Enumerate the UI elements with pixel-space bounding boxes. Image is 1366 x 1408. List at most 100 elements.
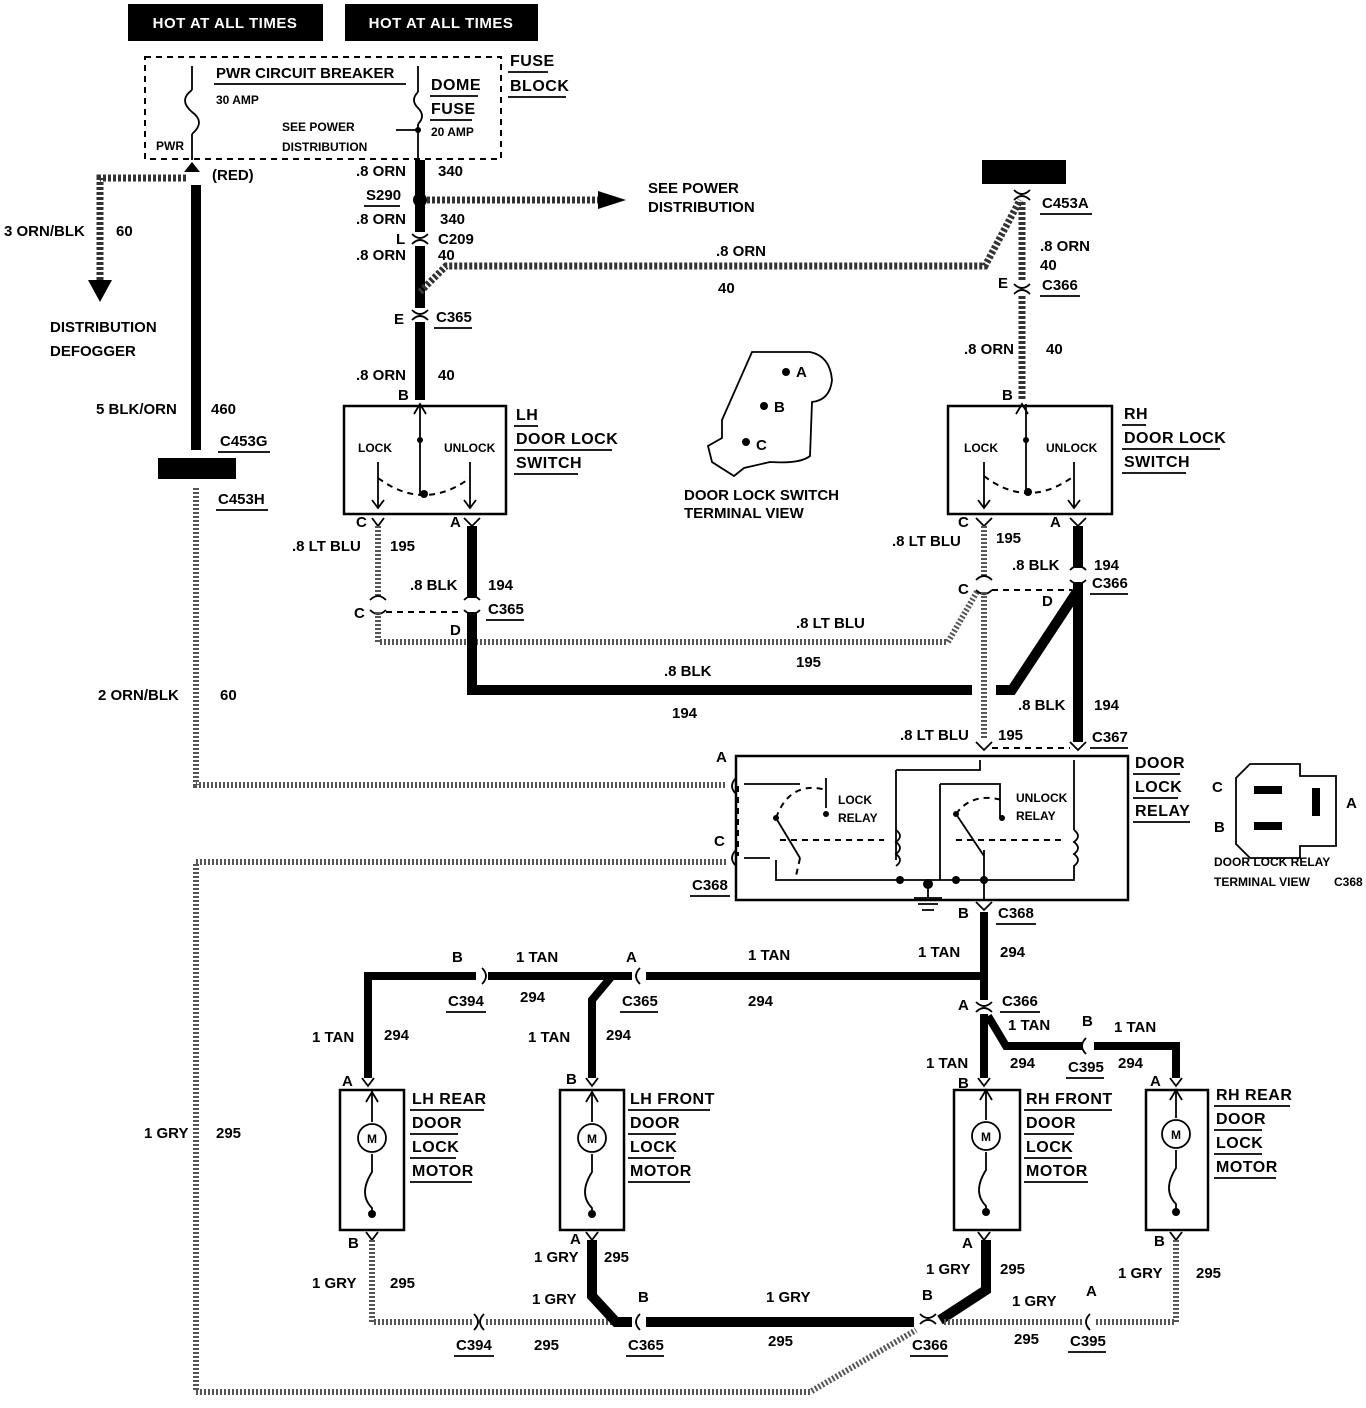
door-lock-relay: DOOR LOCK RELAY A C C368 xyxy=(690,749,1190,925)
svg-text:1 GRY: 1 GRY xyxy=(532,1291,576,1308)
svg-text:.8 ORN: .8 ORN xyxy=(716,243,766,260)
svg-text:C366: C366 xyxy=(1042,277,1078,294)
svg-text:195: 195 xyxy=(796,654,821,671)
svg-text:M: M xyxy=(981,1130,991,1144)
svg-text:195: 195 xyxy=(996,530,1021,547)
svg-text:A: A xyxy=(716,749,727,766)
svg-text:DOOR: DOOR xyxy=(1135,755,1185,772)
header-hot-at-all-times-left: HOT AT ALL TIMES xyxy=(128,4,323,41)
svg-text:DISTRIBUTION: DISTRIBUTION xyxy=(50,319,157,336)
svg-text:1 TAN: 1 TAN xyxy=(918,944,960,961)
svg-text:B: B xyxy=(452,949,463,966)
svg-text:MOTOR: MOTOR xyxy=(412,1163,474,1180)
svg-text:SEE POWER: SEE POWER xyxy=(282,120,355,134)
svg-text:LOCK: LOCK xyxy=(1026,1139,1073,1156)
gry-bus-wiring: 1 GRY 295 1 GRY 295 C394 295 1 GRY 1 GRY… xyxy=(144,859,1221,1395)
rh-door-lock-switch: B LOCK UNLOCK RH DOOR LOCK SWITCH C A xyxy=(946,387,1226,531)
svg-text:C365: C365 xyxy=(488,601,524,618)
svg-text:LOCK: LOCK xyxy=(1216,1135,1263,1152)
svg-text:DOOR LOCK: DOOR LOCK xyxy=(1124,430,1226,447)
svg-text:DISTRIBUTION: DISTRIBUTION xyxy=(648,199,755,216)
circuit-breaker-icon xyxy=(184,89,200,135)
svg-text:.8 BLK: .8 BLK xyxy=(1018,697,1066,714)
svg-text:C: C xyxy=(958,514,969,531)
svg-text:A: A xyxy=(626,949,637,966)
svg-text:HOT AT ALL TIMES: HOT AT ALL TIMES xyxy=(153,15,298,32)
svg-text:460: 460 xyxy=(211,401,236,418)
svg-text:A: A xyxy=(1050,514,1061,531)
svg-text:.8 ORN: .8 ORN xyxy=(356,247,406,264)
arrow-down-icon xyxy=(88,280,112,302)
svg-text:295: 295 xyxy=(1014,1331,1039,1348)
connector-c366-e xyxy=(1013,283,1031,295)
svg-text:B: B xyxy=(1154,1233,1165,1250)
fuse-block: FUSE BLOCK PWR CIRCUIT BREAKER 30 AMP PW… xyxy=(144,53,569,160)
svg-text:.8 ORN: .8 ORN xyxy=(356,211,406,228)
mid-wire-labels: .8 LT BLU 195 .8 BLK 194 xyxy=(664,615,865,722)
svg-text:294: 294 xyxy=(606,1027,632,1044)
svg-text:295: 295 xyxy=(216,1125,241,1142)
svg-text:B: B xyxy=(566,1071,577,1088)
svg-text:.8 ORN: .8 ORN xyxy=(356,163,406,180)
svg-text:295: 295 xyxy=(1000,1261,1025,1278)
svg-text:40: 40 xyxy=(438,367,455,384)
connector-c453a: C453A xyxy=(1042,195,1089,212)
header-hot-at-all-times-right: HOT AT ALL TIMES xyxy=(345,4,538,41)
svg-text:1 TAN: 1 TAN xyxy=(1114,1019,1156,1036)
svg-text:2 ORN/BLK: 2 ORN/BLK xyxy=(98,687,179,704)
svg-text:1 GRY: 1 GRY xyxy=(144,1125,188,1142)
svg-text:DOME: DOME xyxy=(431,77,481,94)
ground-icon xyxy=(914,897,942,911)
svg-text:DISTRIBUTION: DISTRIBUTION xyxy=(282,140,367,154)
svg-text:C365: C365 xyxy=(436,309,472,326)
svg-text:SWITCH: SWITCH xyxy=(516,455,582,472)
svg-text:B: B xyxy=(1214,819,1225,836)
connector-c365-e xyxy=(411,309,429,321)
svg-text:DOOR LOCK RELAY: DOOR LOCK RELAY xyxy=(1214,855,1330,869)
svg-text:RH FRONT: RH FRONT xyxy=(1026,1091,1113,1108)
relay-input-labels: .8 LT BLU 195 .8 BLK 194 C367 xyxy=(900,697,1128,752)
svg-text:195: 195 xyxy=(998,727,1023,744)
svg-text:.8 LT BLU: .8 LT BLU xyxy=(892,533,961,550)
svg-text:60: 60 xyxy=(220,687,237,704)
svg-text:.8 LT BLU: .8 LT BLU xyxy=(796,615,865,632)
svg-text:RELAY: RELAY xyxy=(838,811,878,825)
svg-text:1 GRY: 1 GRY xyxy=(1118,1265,1162,1282)
orn-feed-wiring: .8 ORN 340 S290 SEE POWER DISTRIBUTION .… xyxy=(356,160,1024,400)
svg-text:SWITCH: SWITCH xyxy=(1124,454,1190,471)
rh-front-door-lock-motor: B M A RH FRONT DOOR LOCK MOTOR xyxy=(952,1075,1113,1252)
connector-c453g: C453G xyxy=(220,433,268,450)
svg-text:MOTOR: MOTOR xyxy=(1216,1159,1278,1176)
svg-text:30 AMP: 30 AMP xyxy=(216,93,259,107)
svg-text:M: M xyxy=(587,1132,597,1146)
arrow-right-icon xyxy=(598,191,626,209)
svg-text:D: D xyxy=(1042,593,1053,610)
svg-text:1 TAN: 1 TAN xyxy=(516,949,558,966)
rh-rear-door-lock-motor: A M B RH REAR DOOR LOCK MOTOR xyxy=(1144,1073,1292,1250)
svg-text:20 AMP: 20 AMP xyxy=(431,125,474,139)
svg-text:M: M xyxy=(1171,1128,1181,1142)
svg-text:194: 194 xyxy=(488,577,514,594)
svg-text:S290: S290 xyxy=(366,187,401,204)
svg-text:UNLOCK: UNLOCK xyxy=(1046,441,1098,455)
svg-text:295: 295 xyxy=(1196,1265,1221,1282)
svg-text:1 TAN: 1 TAN xyxy=(528,1029,570,1046)
svg-text:1 TAN: 1 TAN xyxy=(748,947,790,964)
svg-text:.8 BLK: .8 BLK xyxy=(1012,557,1060,574)
svg-text:LOCK: LOCK xyxy=(412,1139,459,1156)
svg-text:A: A xyxy=(1346,795,1357,812)
svg-text:TERMINAL VIEW: TERMINAL VIEW xyxy=(684,505,805,522)
svg-text:295: 295 xyxy=(604,1249,629,1266)
svg-text:LOCK: LOCK xyxy=(358,441,392,455)
svg-text:DOOR LOCK: DOOR LOCK xyxy=(516,431,618,448)
svg-text:B: B xyxy=(638,1289,649,1306)
svg-text:C: C xyxy=(756,437,767,454)
svg-text:.8 ORN: .8 ORN xyxy=(964,341,1014,358)
svg-text:40: 40 xyxy=(438,247,455,264)
svg-text:MOTOR: MOTOR xyxy=(1026,1163,1088,1180)
svg-text:B: B xyxy=(774,399,785,416)
svg-text:.8 BLK: .8 BLK xyxy=(410,577,458,594)
lh-lower-wiring: .8 LT BLU 195 C .8 BLK 194 C365 D xyxy=(292,517,981,695)
svg-text:C: C xyxy=(714,833,725,850)
svg-text:294: 294 xyxy=(1010,1055,1036,1072)
